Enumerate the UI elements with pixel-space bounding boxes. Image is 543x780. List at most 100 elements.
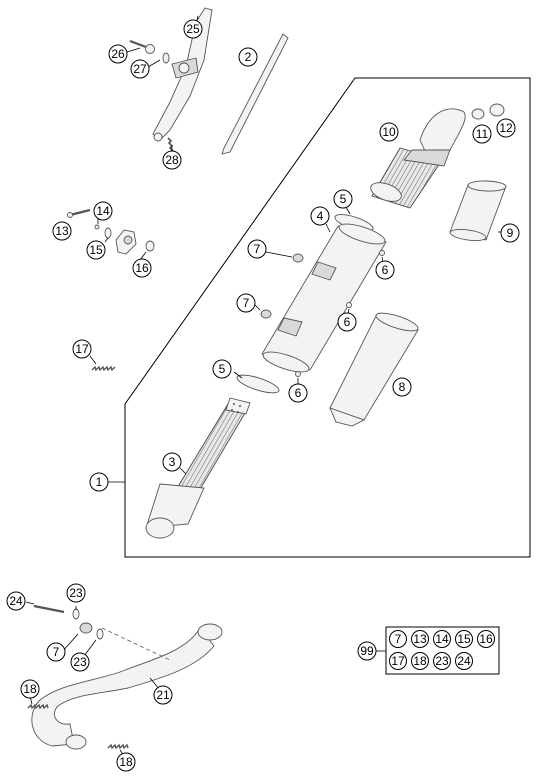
grommet-lower bbox=[260, 309, 272, 319]
svg-text:7: 7 bbox=[254, 242, 261, 256]
nut-c bbox=[295, 371, 301, 377]
kit-item-15: 15 bbox=[455, 630, 473, 648]
svg-text:18: 18 bbox=[23, 682, 37, 696]
inner-core-3 bbox=[145, 397, 251, 539]
svg-text:3: 3 bbox=[169, 455, 176, 469]
svg-text:27: 27 bbox=[133, 62, 147, 76]
svg-text:23: 23 bbox=[435, 654, 449, 668]
nut-a bbox=[379, 250, 385, 256]
svg-text:9: 9 bbox=[507, 226, 514, 240]
callout-4: 4 bbox=[310, 206, 330, 226]
callout-6-c: 6 bbox=[288, 383, 308, 403]
callout-3: 3 bbox=[162, 452, 182, 472]
washer-23a bbox=[72, 608, 80, 620]
callout-6-a: 6 bbox=[375, 260, 395, 280]
svg-text:15: 15 bbox=[457, 632, 471, 646]
svg-text:13: 13 bbox=[55, 224, 69, 238]
svg-text:7: 7 bbox=[53, 645, 60, 659]
muffler-body-4 bbox=[261, 223, 387, 373]
kit-item-14: 14 bbox=[433, 630, 451, 648]
assembly-outline bbox=[124, 77, 531, 558]
grommet-upper bbox=[292, 253, 304, 263]
kit-item-13: 13 bbox=[411, 630, 429, 648]
bracket-bolt bbox=[129, 39, 155, 54]
svg-text:26: 26 bbox=[111, 47, 125, 61]
svg-text:13: 13 bbox=[413, 632, 427, 646]
callout-7-upper: 7 bbox=[247, 239, 267, 259]
callout-28: 28 bbox=[162, 150, 182, 170]
svg-text:11: 11 bbox=[476, 127, 489, 141]
grommet-7c bbox=[79, 622, 93, 634]
washer-23b bbox=[96, 628, 104, 640]
spring-18a bbox=[27, 703, 49, 710]
callout-15: 15 bbox=[86, 240, 106, 260]
bracket-washer bbox=[162, 52, 170, 64]
svg-text:14: 14 bbox=[96, 204, 110, 218]
callout-1: 1 bbox=[89, 472, 109, 492]
header-pipe-21 bbox=[31, 623, 223, 750]
kit-item-23: 23 bbox=[433, 652, 451, 670]
callout-99: 99 bbox=[357, 641, 377, 661]
callout-9: 9 bbox=[500, 223, 520, 243]
svg-text:5: 5 bbox=[219, 362, 226, 376]
callout-21: 21 bbox=[153, 685, 173, 705]
svg-text:99: 99 bbox=[360, 644, 374, 658]
callout-6-b: 6 bbox=[337, 312, 357, 332]
svg-text:17: 17 bbox=[391, 654, 405, 668]
outer-sleeve-8 bbox=[329, 312, 419, 427]
svg-text:24: 24 bbox=[457, 654, 471, 668]
callout-8: 8 bbox=[392, 377, 412, 397]
callout-14: 14 bbox=[93, 201, 113, 221]
callout-18-a: 18 bbox=[20, 679, 40, 699]
spring-11 bbox=[471, 108, 485, 120]
callout-18-b: 18 bbox=[116, 752, 136, 772]
svg-text:16: 16 bbox=[135, 261, 149, 275]
callout-7-lower: 7 bbox=[46, 642, 66, 662]
svg-text:1: 1 bbox=[96, 475, 103, 489]
kit-item-17: 17 bbox=[389, 652, 407, 670]
svg-text:28: 28 bbox=[165, 153, 179, 167]
o-ring-lower bbox=[236, 374, 280, 394]
svg-text:15: 15 bbox=[89, 243, 103, 257]
bolt-24 bbox=[33, 604, 65, 614]
svg-text:14: 14 bbox=[435, 632, 449, 646]
svg-text:24: 24 bbox=[9, 594, 23, 608]
callout-26: 26 bbox=[108, 44, 128, 64]
svg-text:4: 4 bbox=[317, 209, 324, 223]
kit-item-7: 7 bbox=[389, 630, 407, 648]
svg-text:21: 21 bbox=[156, 688, 170, 702]
spring-18b bbox=[107, 743, 129, 750]
svg-text:8: 8 bbox=[399, 380, 406, 394]
callout-24: 24 bbox=[6, 591, 26, 611]
svg-text:6: 6 bbox=[295, 386, 302, 400]
svg-text:5: 5 bbox=[340, 192, 347, 206]
mounting-bracket bbox=[152, 7, 213, 142]
retaining-spring-17 bbox=[91, 365, 116, 372]
nut-b bbox=[346, 302, 352, 308]
callout-7-mid: 7 bbox=[236, 293, 256, 313]
callout-27: 27 bbox=[130, 59, 150, 79]
svg-text:10: 10 bbox=[382, 125, 396, 139]
heat-shield-strip bbox=[221, 33, 289, 155]
svg-text:6: 6 bbox=[344, 315, 351, 329]
svg-text:25: 25 bbox=[186, 22, 200, 36]
svg-text:6: 6 bbox=[382, 263, 389, 277]
callout-5-lower: 5 bbox=[212, 359, 232, 379]
svg-text:2: 2 bbox=[245, 50, 252, 64]
svg-text:18: 18 bbox=[119, 755, 133, 769]
svg-text:23: 23 bbox=[69, 586, 83, 600]
callout-12: 12 bbox=[496, 118, 516, 138]
callout-5-upper: 5 bbox=[333, 189, 353, 209]
clamp-hardware bbox=[67, 208, 155, 255]
end-plug-12 bbox=[489, 103, 505, 117]
svg-text:12: 12 bbox=[499, 121, 513, 135]
callout-23-a: 23 bbox=[66, 583, 86, 603]
callout-23-b: 23 bbox=[70, 652, 90, 672]
mount-line bbox=[101, 627, 171, 661]
svg-text:7: 7 bbox=[395, 632, 402, 646]
svg-text:17: 17 bbox=[75, 342, 89, 356]
callout-10: 10 bbox=[379, 122, 399, 142]
callout-2: 2 bbox=[238, 47, 258, 67]
svg-text:23: 23 bbox=[73, 655, 87, 669]
